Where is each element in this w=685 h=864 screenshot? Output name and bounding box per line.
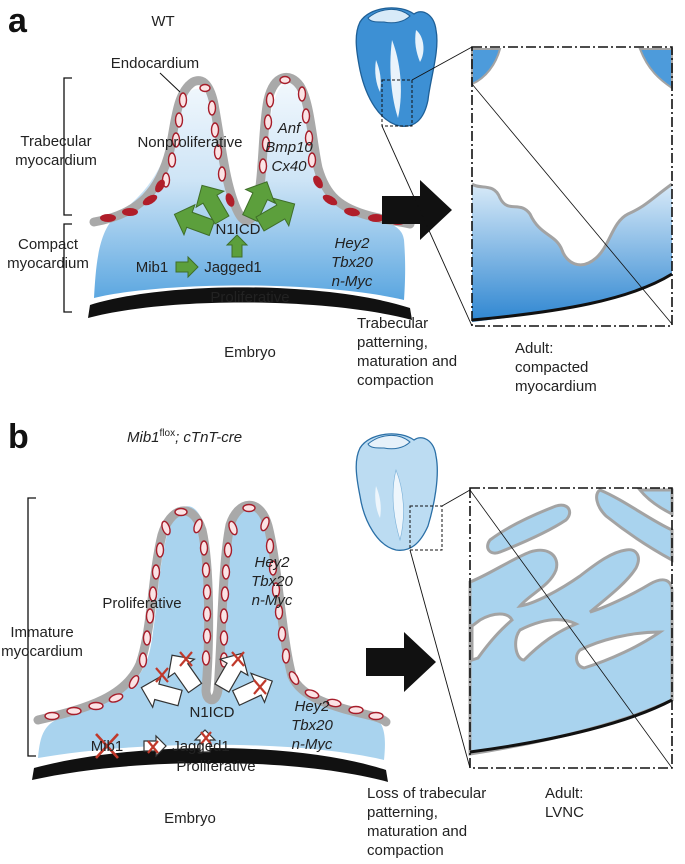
- zoom-line-a-top: [411, 46, 473, 81]
- genotype-label-a: WT: [151, 13, 174, 30]
- label-nmyc-b: n-Myc: [292, 736, 333, 753]
- label-nmyc-top-b: n-Myc: [252, 592, 293, 609]
- caption-b-line-3: maturation and: [367, 823, 467, 840]
- zoom-frame-b: [469, 487, 673, 769]
- label-proliferative-b: Proliferative: [176, 758, 255, 775]
- bracket-immature: [27, 497, 36, 757]
- adult-zoom-box-a: [471, 46, 673, 327]
- black-base-adult-a: [471, 272, 673, 322]
- bracket-compact: [63, 223, 72, 313]
- compact-outline-a: [471, 182, 673, 267]
- label-mib1-a: Mib1: [136, 259, 169, 276]
- label-compact-2: myocardium: [7, 255, 89, 272]
- green-arrow-1: [173, 203, 216, 237]
- endocardium-outline-b: [33, 500, 391, 727]
- caption-b-line-1: Loss of trabecular: [367, 785, 486, 802]
- inhibition-crosses-b: [95, 651, 267, 759]
- black-base-adult-b: [469, 698, 673, 754]
- genotype-rest-b: ; cTnT-cre: [175, 429, 242, 446]
- green-arrow-2: [195, 184, 230, 225]
- caption-a-line-3: maturation and: [357, 353, 457, 370]
- black-arrow-b: [366, 632, 436, 692]
- green-arrow-4: [255, 197, 296, 232]
- adult-b-line-2: LVNC: [545, 804, 584, 821]
- label-compact-1: Compact: [18, 236, 79, 253]
- zoom-line-b-top: [441, 489, 471, 507]
- genotype-sup-b: flox: [160, 428, 176, 439]
- label-hey2-b: Hey2: [294, 698, 330, 715]
- label-proliferative-top-b: Proliferative: [102, 595, 181, 612]
- label-hey2-top-b: Hey2: [254, 554, 290, 571]
- label-embryo-a: Embryo: [224, 344, 276, 361]
- compact-tissue-a: [472, 184, 672, 322]
- green-arrow-right: [175, 255, 199, 279]
- caption-b: Loss of trabecular patterning, maturatio…: [367, 785, 486, 859]
- heart-icon-a: [355, 7, 438, 127]
- white-arrow-up: [193, 729, 217, 753]
- label-nmyc-a: n-Myc: [332, 273, 373, 290]
- label-tbx20-b: Tbx20: [291, 717, 333, 734]
- white-arrow-3: [214, 652, 249, 693]
- zoom-line-a-bottom: [381, 125, 473, 327]
- adult-label-b: Adult: LVNC: [545, 785, 584, 821]
- label-embryo-b: Embryo: [164, 810, 216, 827]
- caption-a-line-4: compaction: [357, 372, 434, 389]
- label-nonproliferative: Nonproliferative: [137, 134, 242, 151]
- adult-a-line-1: Adult:: [515, 340, 553, 357]
- adult-b-line-1: Adult:: [545, 785, 583, 802]
- label-jagged1-a: Jagged1: [204, 259, 262, 276]
- label-n1icd-a: N1ICD: [215, 221, 260, 238]
- label-n1icd-b: N1ICD: [189, 704, 234, 721]
- caption-b-line-2: patterning,: [367, 804, 438, 821]
- label-immature-1: Immature: [10, 624, 73, 641]
- black-arrow-a: [382, 180, 452, 240]
- black-base-b: [32, 747, 388, 782]
- myocardium-b: [38, 501, 385, 760]
- label-proliferative-a: Proliferative: [210, 289, 289, 306]
- label-immature-2: myocardium: [1, 643, 83, 660]
- bracket-trabecular: [63, 77, 72, 216]
- panel-letter-a: a: [8, 2, 28, 40]
- label-bmp10: Bmp10: [265, 139, 313, 156]
- genotype-label-b: Mib1flox; cTnT-cre: [127, 428, 242, 446]
- heart-icon-b: [355, 433, 443, 551]
- panel-a: a WT: [7, 2, 673, 395]
- label-trabecular-1: Trabecular: [20, 133, 91, 150]
- adult-label-a: Adult: compacted myocardium: [515, 340, 597, 395]
- label-hey2-a: Hey2: [334, 235, 370, 252]
- label-cx40: Cx40: [271, 158, 307, 175]
- label-tbx20-a: Tbx20: [331, 254, 373, 271]
- label-endocardium: Endocardium: [111, 55, 199, 72]
- label-anf: Anf: [277, 120, 302, 137]
- genotype-gene-b: Mib1: [127, 429, 160, 446]
- caption-a-line-2: patterning,: [357, 334, 428, 351]
- white-arrow-4: [231, 672, 274, 707]
- zoom-frame-a: [471, 46, 673, 327]
- endocardial-cells-b: [44, 503, 384, 721]
- label-trabecular-2: myocardium: [15, 152, 97, 169]
- black-base-a: [88, 287, 412, 320]
- embryo-tissue-b: [32, 500, 391, 782]
- endocardial-cells-a: [161, 75, 317, 188]
- white-arrow-1: [140, 675, 183, 709]
- adult-zoom-box-b: [468, 487, 674, 769]
- panel-b: b Mib1flox; cTnT-cre: [1, 418, 674, 859]
- brackets-a: [63, 77, 72, 313]
- caption-b-line-4: compaction: [367, 842, 444, 859]
- label-tbx20-top-b: Tbx20: [251, 573, 293, 590]
- zoom-line-b-bottom: [409, 549, 471, 769]
- label-mib1-b: Mib1: [91, 738, 124, 755]
- noncompact-tissue-b: [468, 548, 674, 756]
- adult-a-line-3: myocardium: [515, 378, 597, 395]
- green-arrow-up: [225, 234, 249, 258]
- adult-a-line-2: compacted: [515, 359, 588, 376]
- panel-letter-b: b: [8, 418, 29, 456]
- label-jagged1-b: Jagged1: [172, 738, 230, 755]
- n1icd-arrows-a: [173, 181, 296, 279]
- caption-a-line-1: Trabecular: [357, 315, 428, 332]
- caption-a: Trabecular patterning, maturation and co…: [357, 315, 457, 389]
- leader-endocardium: [159, 72, 181, 93]
